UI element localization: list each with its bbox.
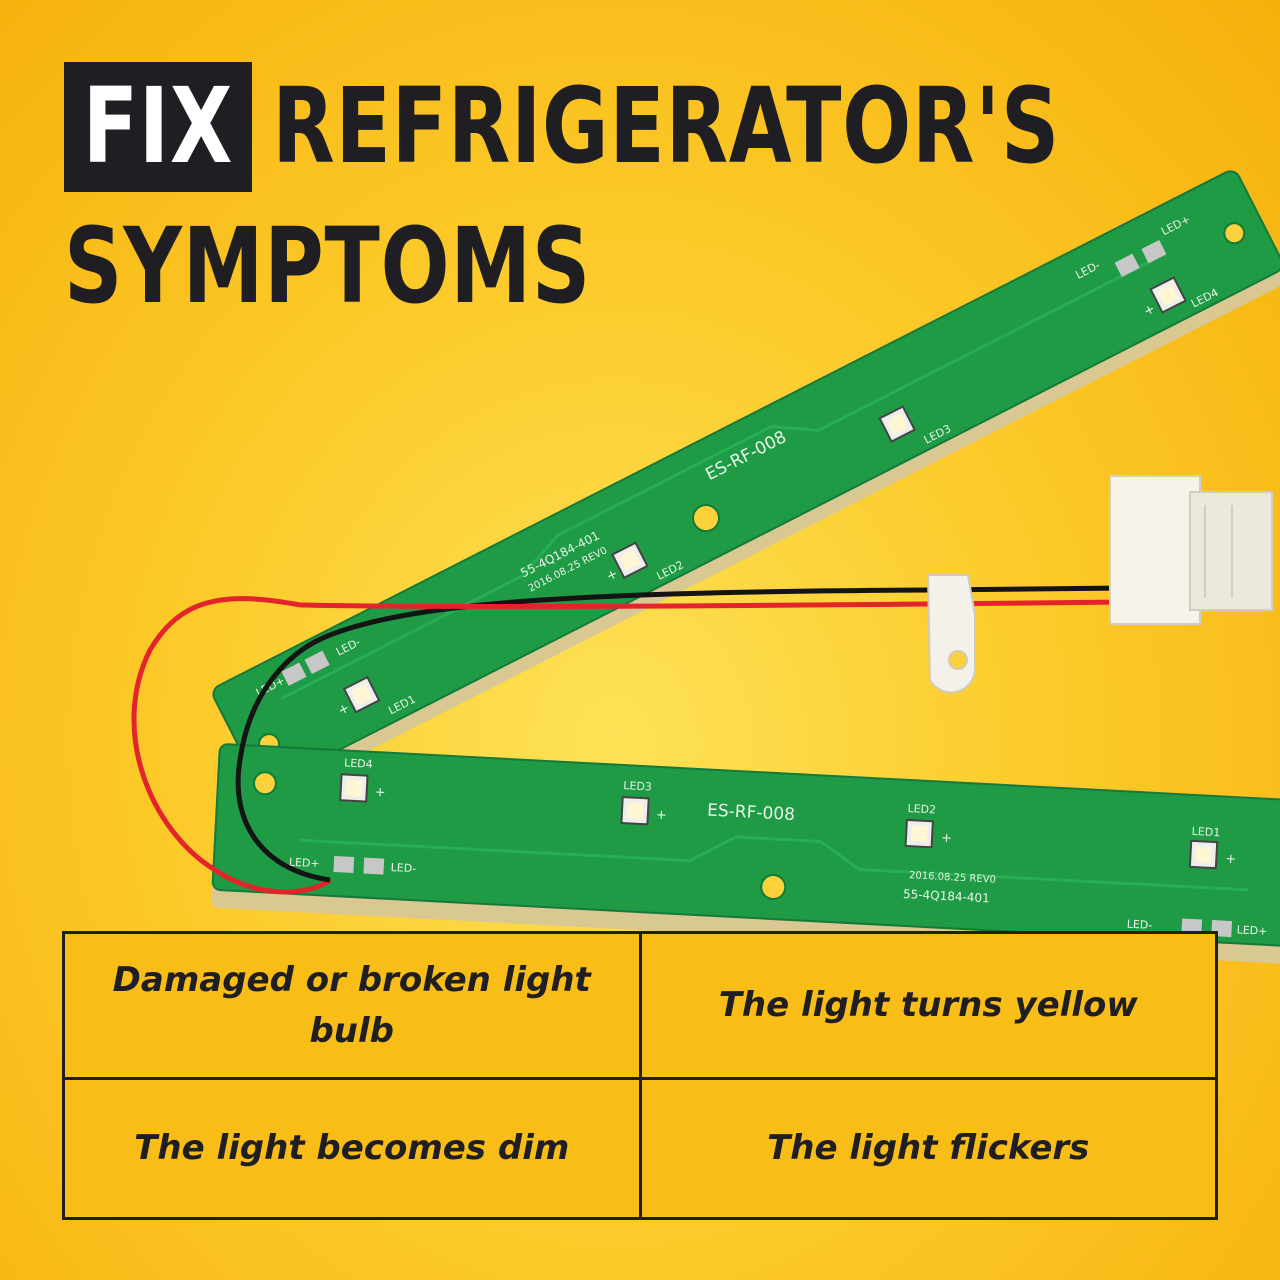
board-top-hole	[1223, 222, 1246, 245]
date-revision: 2016.08.25 REV0	[909, 870, 996, 886]
board-top-pcb	[212, 170, 1280, 788]
symptoms-table: Damaged or broken light bulb The light t…	[62, 931, 1218, 1220]
red-wire	[131, 596, 332, 895]
symptom-cell: The light flickers	[638, 1077, 1218, 1220]
headline-refrigerator: REFRIGERATOR'S	[272, 65, 1061, 187]
symptoms-row: The light becomes dim The light flickers	[62, 1077, 1218, 1220]
part-number: 55-4Q184-401	[903, 887, 990, 906]
board-top-pad	[281, 662, 307, 686]
pad-label: LED+	[289, 856, 320, 871]
led-label: LED4	[344, 756, 373, 770]
board-top-pad	[1114, 253, 1140, 277]
pad-label: LED+	[1236, 923, 1267, 938]
board-bottom-hole	[760, 874, 787, 901]
symptom-cell: The light turns yellow	[638, 931, 1218, 1080]
pad-label: LED-	[1126, 918, 1152, 932]
led-chip	[611, 541, 649, 580]
plus-mark: +	[374, 785, 386, 801]
led-chip	[904, 818, 934, 849]
led-chip	[339, 773, 369, 803]
board-top-trace	[280, 261, 1149, 700]
black-wire	[235, 585, 1126, 883]
led-chip	[342, 675, 381, 714]
fix-highlight: FIX	[64, 62, 252, 192]
led-label: LED1	[1191, 825, 1220, 839]
board-bottom-pad	[363, 857, 385, 875]
plus-mark: +	[655, 808, 667, 824]
led-chip	[620, 795, 650, 826]
led-board-top: LED1 LED2 LED3 LED4 + + + LED- LED+ LED-…	[212, 170, 1280, 800]
headline-symptoms: SYMPTOMS	[64, 205, 592, 327]
board-bottom-hole	[252, 771, 277, 796]
pad-label: LED-	[390, 861, 416, 875]
red-wire-run	[299, 599, 1126, 610]
board-bottom-trace	[299, 835, 1249, 892]
board-bottom-pad	[333, 856, 355, 874]
plus-mark: +	[941, 831, 953, 847]
led-label: LED2	[907, 802, 936, 816]
symptom-cell: The light becomes dim	[62, 1077, 642, 1220]
board-top-hole	[692, 504, 721, 533]
wire-clip	[926, 574, 976, 694]
symptoms-row: Damaged or broken light bulb The light t…	[62, 931, 1218, 1080]
led-board-bottom: LED4 LED3 LED2 LED1 + + + + LED+ LED- LE…	[211, 743, 1280, 965]
led-chip	[878, 405, 916, 443]
plus-mark: +	[1225, 852, 1237, 868]
model-number: ES-RF-008	[707, 800, 796, 825]
led-chip	[1188, 839, 1219, 870]
wire-connector	[1109, 475, 1273, 625]
symptom-cell: Damaged or broken light bulb	[62, 931, 642, 1080]
led-label: LED3	[623, 779, 652, 793]
board-bottom-pcb	[211, 743, 1280, 948]
board-top-pad	[304, 650, 330, 675]
led-chip	[1149, 276, 1187, 314]
board-top-pad	[1141, 240, 1167, 264]
